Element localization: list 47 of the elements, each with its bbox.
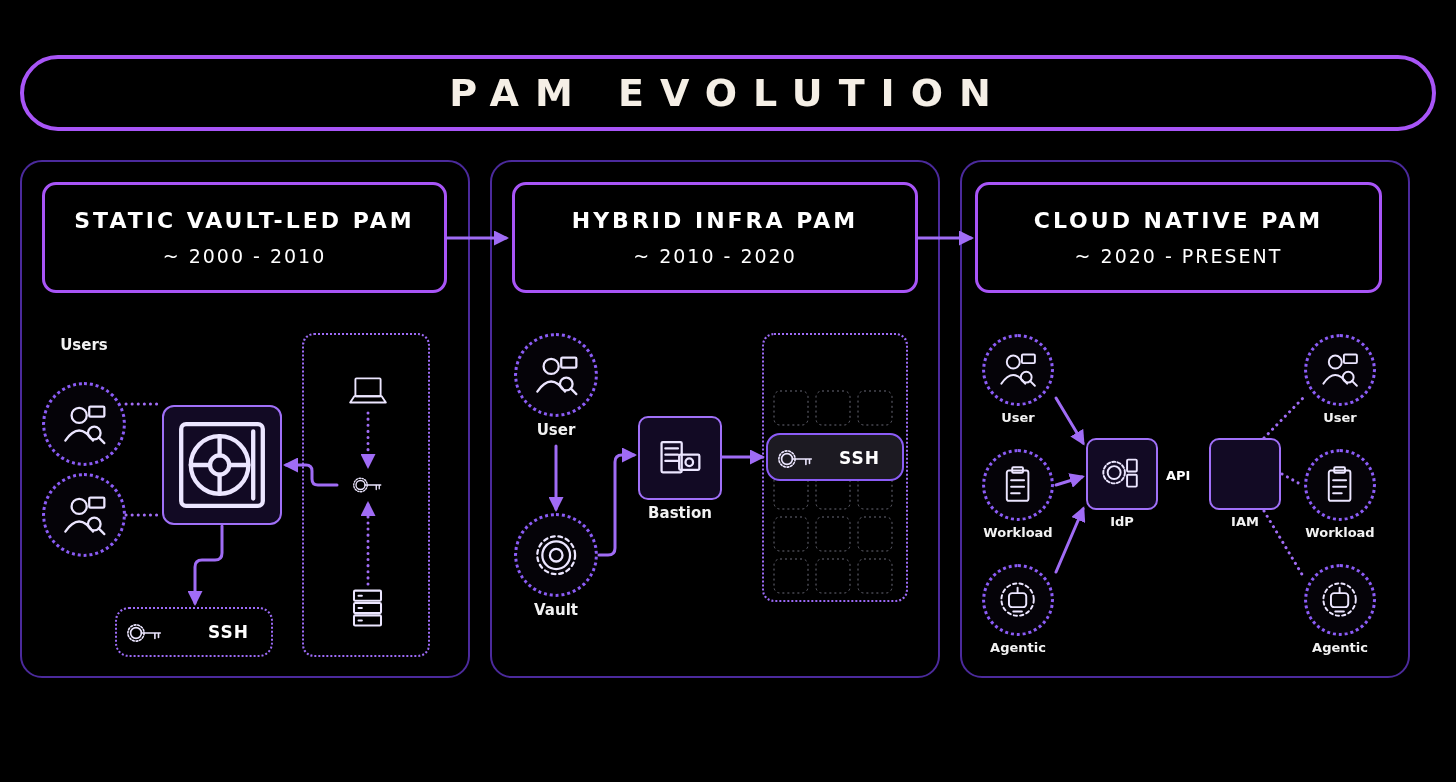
arrow (360, 411, 376, 469)
connector-label: API (1166, 468, 1191, 483)
node-label: Vault (533, 601, 579, 619)
panel (960, 160, 1410, 678)
arrow (720, 449, 765, 465)
ssh-box (766, 433, 904, 481)
arrow (1054, 473, 1085, 488)
node-label: User (1322, 410, 1358, 425)
node-label: Bastion (647, 504, 713, 522)
ssh-box (115, 607, 273, 657)
date-range: ~ 2000 - 2010 (162, 245, 327, 267)
dotted-group (302, 333, 430, 657)
arrow (916, 230, 974, 246)
date-range: ~ 2020 - PRESENT (1074, 245, 1283, 267)
arrow (548, 444, 564, 512)
date-range: ~ 2010 - 2020 (633, 245, 797, 267)
dotted-line (1262, 396, 1305, 440)
arrow (1054, 396, 1085, 446)
header-box (42, 182, 447, 293)
panel (20, 160, 470, 678)
node-label: SSH (208, 622, 249, 642)
title-banner: PAM EVOLUTION (20, 55, 1436, 131)
node-label: SSH (839, 448, 880, 468)
node-label: User (535, 421, 577, 439)
vault-box (162, 405, 282, 525)
node-label: Workload (1304, 525, 1376, 540)
header-box (975, 182, 1382, 293)
arrow (187, 524, 224, 606)
node-label: Agentic (989, 640, 1047, 655)
arrow (445, 230, 509, 246)
dotted-group (762, 333, 908, 602)
node-label: Users (59, 336, 109, 354)
panel (490, 160, 940, 678)
era-title: CLOUD NATIVE PAM (1033, 208, 1324, 233)
dotted-line (1262, 509, 1305, 578)
arrow (1054, 506, 1086, 574)
era-title: HYBRID INFRA PAM (571, 208, 859, 233)
node-label: User (1000, 410, 1036, 425)
arrow (360, 501, 376, 586)
node-label: IdP (1109, 514, 1135, 529)
header-box (512, 182, 918, 293)
node-label: IAM (1230, 514, 1260, 529)
era-title: STATIC VAULT-LED PAM (74, 208, 415, 233)
node-label: Workload (982, 525, 1054, 540)
node-label: Agentic (1311, 640, 1369, 655)
arrow (283, 457, 339, 487)
arrow (597, 447, 637, 557)
